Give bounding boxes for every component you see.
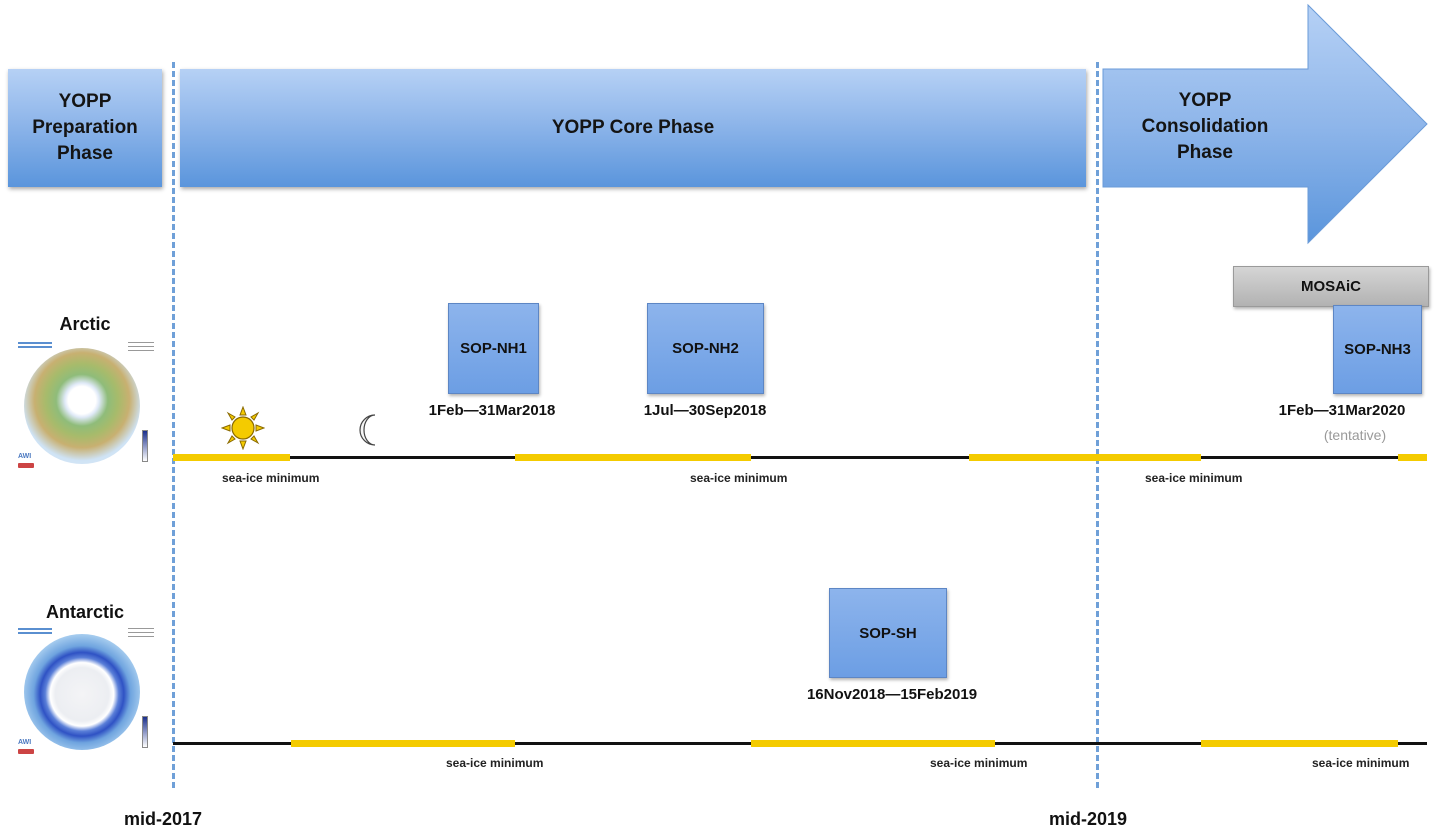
antarctic-sea-ice-label-3: sea-ice minimum [1312,756,1410,770]
sop-nh2-label: SOP-NH2 [672,340,739,357]
sop-nh1-label: SOP-NH1 [460,340,527,357]
map-header-text [128,628,154,642]
antarctic-sea-ice-bar-1 [291,740,515,747]
arctic-sea-ice-label-3: sea-ice minimum [1145,471,1243,485]
antarctic-sea-ice-label-1: sea-ice minimum [446,756,544,770]
core-phase-box: YOPP Core Phase [180,69,1086,187]
preparation-phase-label: YOPP Preparation Phase [32,91,138,164]
map-header-logo [18,342,52,350]
sop-nh2-dates: 1Jul—30Sep2018 [643,402,767,419]
sop-sh-box: SOP-SH [829,588,947,678]
year-label-end: mid-2019 [1049,809,1128,827]
arctic-sea-ice-bar-4 [1398,454,1427,461]
arctic-sea-ice-map: AWI [16,340,156,470]
map-colorbar [142,716,148,748]
mosaic-box: MOSAiC [1233,266,1429,307]
university-logo [18,749,34,754]
sop-sh-dates: 16Nov2018—15Feb2019 [806,686,978,703]
antarctic-globe [24,634,140,750]
preparation-phase-box: YOPP Preparation Phase [8,69,162,187]
sop-nh2-box: SOP-NH2 [647,303,764,394]
arctic-sea-ice-label-2: sea-ice minimum [690,471,788,485]
sop-sh-label: SOP-SH [859,624,917,642]
sop-nh3-dates: 1Feb—31Mar2020 [1278,402,1406,419]
arctic-sea-ice-label-1: sea-ice minimum [222,471,320,485]
sop-nh1-dates: 1Feb—31Mar2018 [428,402,556,419]
awi-logo: AWI [18,739,32,746]
year-label-start: mid-2017 [124,809,203,827]
map-colorbar [142,430,148,462]
sun-icon [221,406,265,450]
arctic-timeline-axis [173,456,1427,459]
divider-mid-2017 [172,62,175,788]
arctic-sea-ice-bar-2 [515,454,751,461]
mosaic-label: MOSAiC [1301,278,1361,295]
antarctic-sea-ice-bar-3 [1201,740,1398,747]
consolidation-phase-arrow [1102,3,1428,245]
map-header-text [128,342,154,356]
sop-nh3-box: SOP-NH3 [1333,305,1422,394]
arctic-globe [24,348,140,464]
core-phase-label: YOPP Core Phase [551,117,715,138]
sop-nh1-box: SOP-NH1 [448,303,539,394]
antarctic-label: Antarctic [45,602,125,622]
arctic-label: Arctic [59,314,111,334]
antarctic-sea-ice-map: AWI [16,626,156,756]
antarctic-sea-ice-label-2: sea-ice minimum [930,756,1028,770]
awi-logo: AWI [18,453,32,460]
arctic-sea-ice-bar-3 [969,454,1201,461]
consolidation-phase-label: YOPP Consolidation Phase [1141,90,1269,163]
divider-mid-2019 [1096,62,1099,788]
university-logo [18,463,34,468]
arctic-sea-ice-bar-1 [173,454,290,461]
crescent-moon-icon [359,414,376,446]
sop-nh3-label: SOP-NH3 [1344,341,1411,358]
antarctic-sea-ice-bar-2 [751,740,995,747]
map-header-logo [18,628,52,636]
sop-nh3-tentative-note: (tentative) [1323,427,1387,443]
